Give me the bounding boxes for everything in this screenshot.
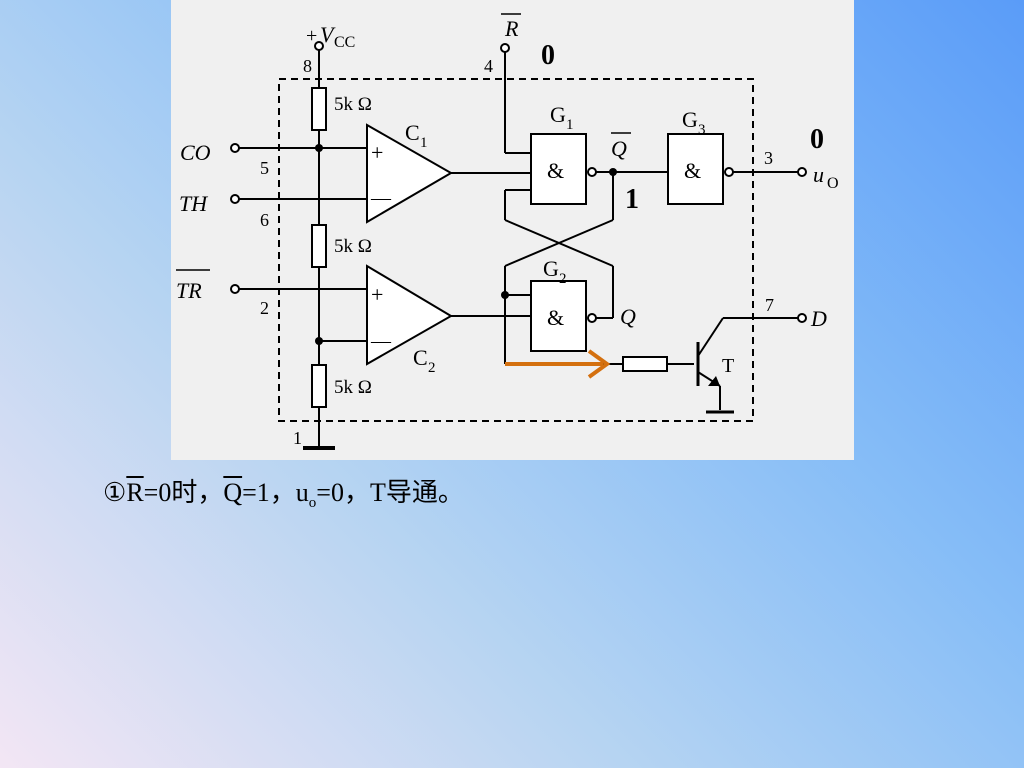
c2-label: C — [413, 345, 428, 370]
tr-bar-label: TR — [176, 278, 202, 303]
gate-g2 — [530, 280, 587, 352]
pin-r — [500, 43, 510, 53]
pin-vcc — [314, 41, 324, 51]
caption-r-bar: R — [126, 478, 144, 507]
transistor-label: T — [722, 355, 734, 377]
c2-minus: — — [370, 330, 392, 352]
c1-minus: — — [370, 187, 392, 209]
g2-and-symbol: & — [547, 305, 564, 330]
resistor-mid-label: 5k Ω — [334, 236, 372, 257]
pin-th — [230, 194, 240, 204]
c1-label: C — [405, 120, 420, 145]
uo-state-value: 0 — [810, 124, 824, 155]
pin-number-3: 3 — [764, 148, 773, 168]
pin-number-2: 2 — [260, 298, 269, 318]
pin-uo — [797, 167, 807, 177]
co-label: CO — [180, 140, 211, 165]
caption-q-bar: Q — [223, 478, 243, 507]
vcc-plus: + — [306, 25, 317, 47]
g1-subscript: 1 — [566, 117, 574, 133]
comparator-c2 — [366, 264, 453, 366]
c2-plus: + — [371, 282, 383, 307]
g3-and-symbol: & — [684, 158, 701, 183]
caption-q-condition: =1，u — [242, 478, 309, 507]
g2-label: G — [543, 256, 559, 281]
pin-co — [230, 143, 240, 153]
resistor-bottom-label: 5k Ω — [334, 377, 372, 398]
g1-and-symbol: & — [547, 158, 564, 183]
q-label: Q — [620, 304, 636, 329]
gate-g3 — [667, 133, 724, 205]
vcc-label: V — [320, 22, 336, 47]
highlight-arrow — [505, 349, 611, 379]
resistor-mid — [311, 224, 327, 268]
g3-subscript: 3 — [698, 122, 706, 138]
caption-r-condition: =0时， — [143, 478, 224, 507]
d-label: D — [810, 306, 827, 331]
pin-d — [797, 313, 807, 323]
resistor-top-label: 5k Ω — [334, 94, 372, 115]
caption-text: ①R=0时，Q=1，uo=0，T导通。 — [103, 472, 464, 512]
c1-subscript: 1 — [420, 135, 428, 151]
pin-tr — [230, 284, 240, 294]
th-label: TH — [179, 191, 208, 216]
pin-number-5: 5 — [260, 158, 269, 178]
pin-number-4: 4 — [484, 56, 493, 76]
g1-label: G — [550, 102, 566, 127]
caption-result: =0，T导通。 — [316, 478, 464, 507]
pin-number-6: 6 — [260, 210, 269, 230]
qbar-state-value: 1 — [625, 184, 639, 215]
c1-plus: + — [371, 140, 383, 165]
r-bar-label: R — [504, 16, 519, 41]
r-state-value: 0 — [541, 40, 555, 71]
pin-number-8: 8 — [303, 56, 312, 76]
qbar-label: Q — [611, 136, 627, 161]
resistor-top — [311, 87, 327, 131]
circuit-svg: + V CC 8 R 4 0 CO 5 TH 6 TR 2 1 5k Ω 5k … — [176, 13, 839, 450]
circuit-diagram: + V CC 8 R 4 0 CO 5 TH 6 TR 2 1 5k Ω 5k … — [171, 0, 854, 460]
resistor-bottom — [311, 364, 327, 408]
emitter-arrow — [708, 376, 720, 386]
gate-g1 — [530, 133, 587, 205]
caption-circled-number: ① — [103, 478, 127, 507]
caption-o-subscript: o — [308, 495, 317, 512]
g3-label: G — [682, 107, 698, 132]
g2-subscript: 2 — [559, 271, 567, 287]
uo-label: u — [813, 162, 824, 187]
uo-subscript: O — [827, 175, 839, 192]
c2-subscript: 2 — [428, 360, 436, 376]
pin-number-7: 7 — [765, 295, 774, 315]
pin-number-1: 1 — [293, 428, 302, 448]
vcc-subscript: CC — [334, 34, 355, 51]
base-resistor — [622, 356, 668, 372]
comparator-c1 — [366, 123, 453, 224]
